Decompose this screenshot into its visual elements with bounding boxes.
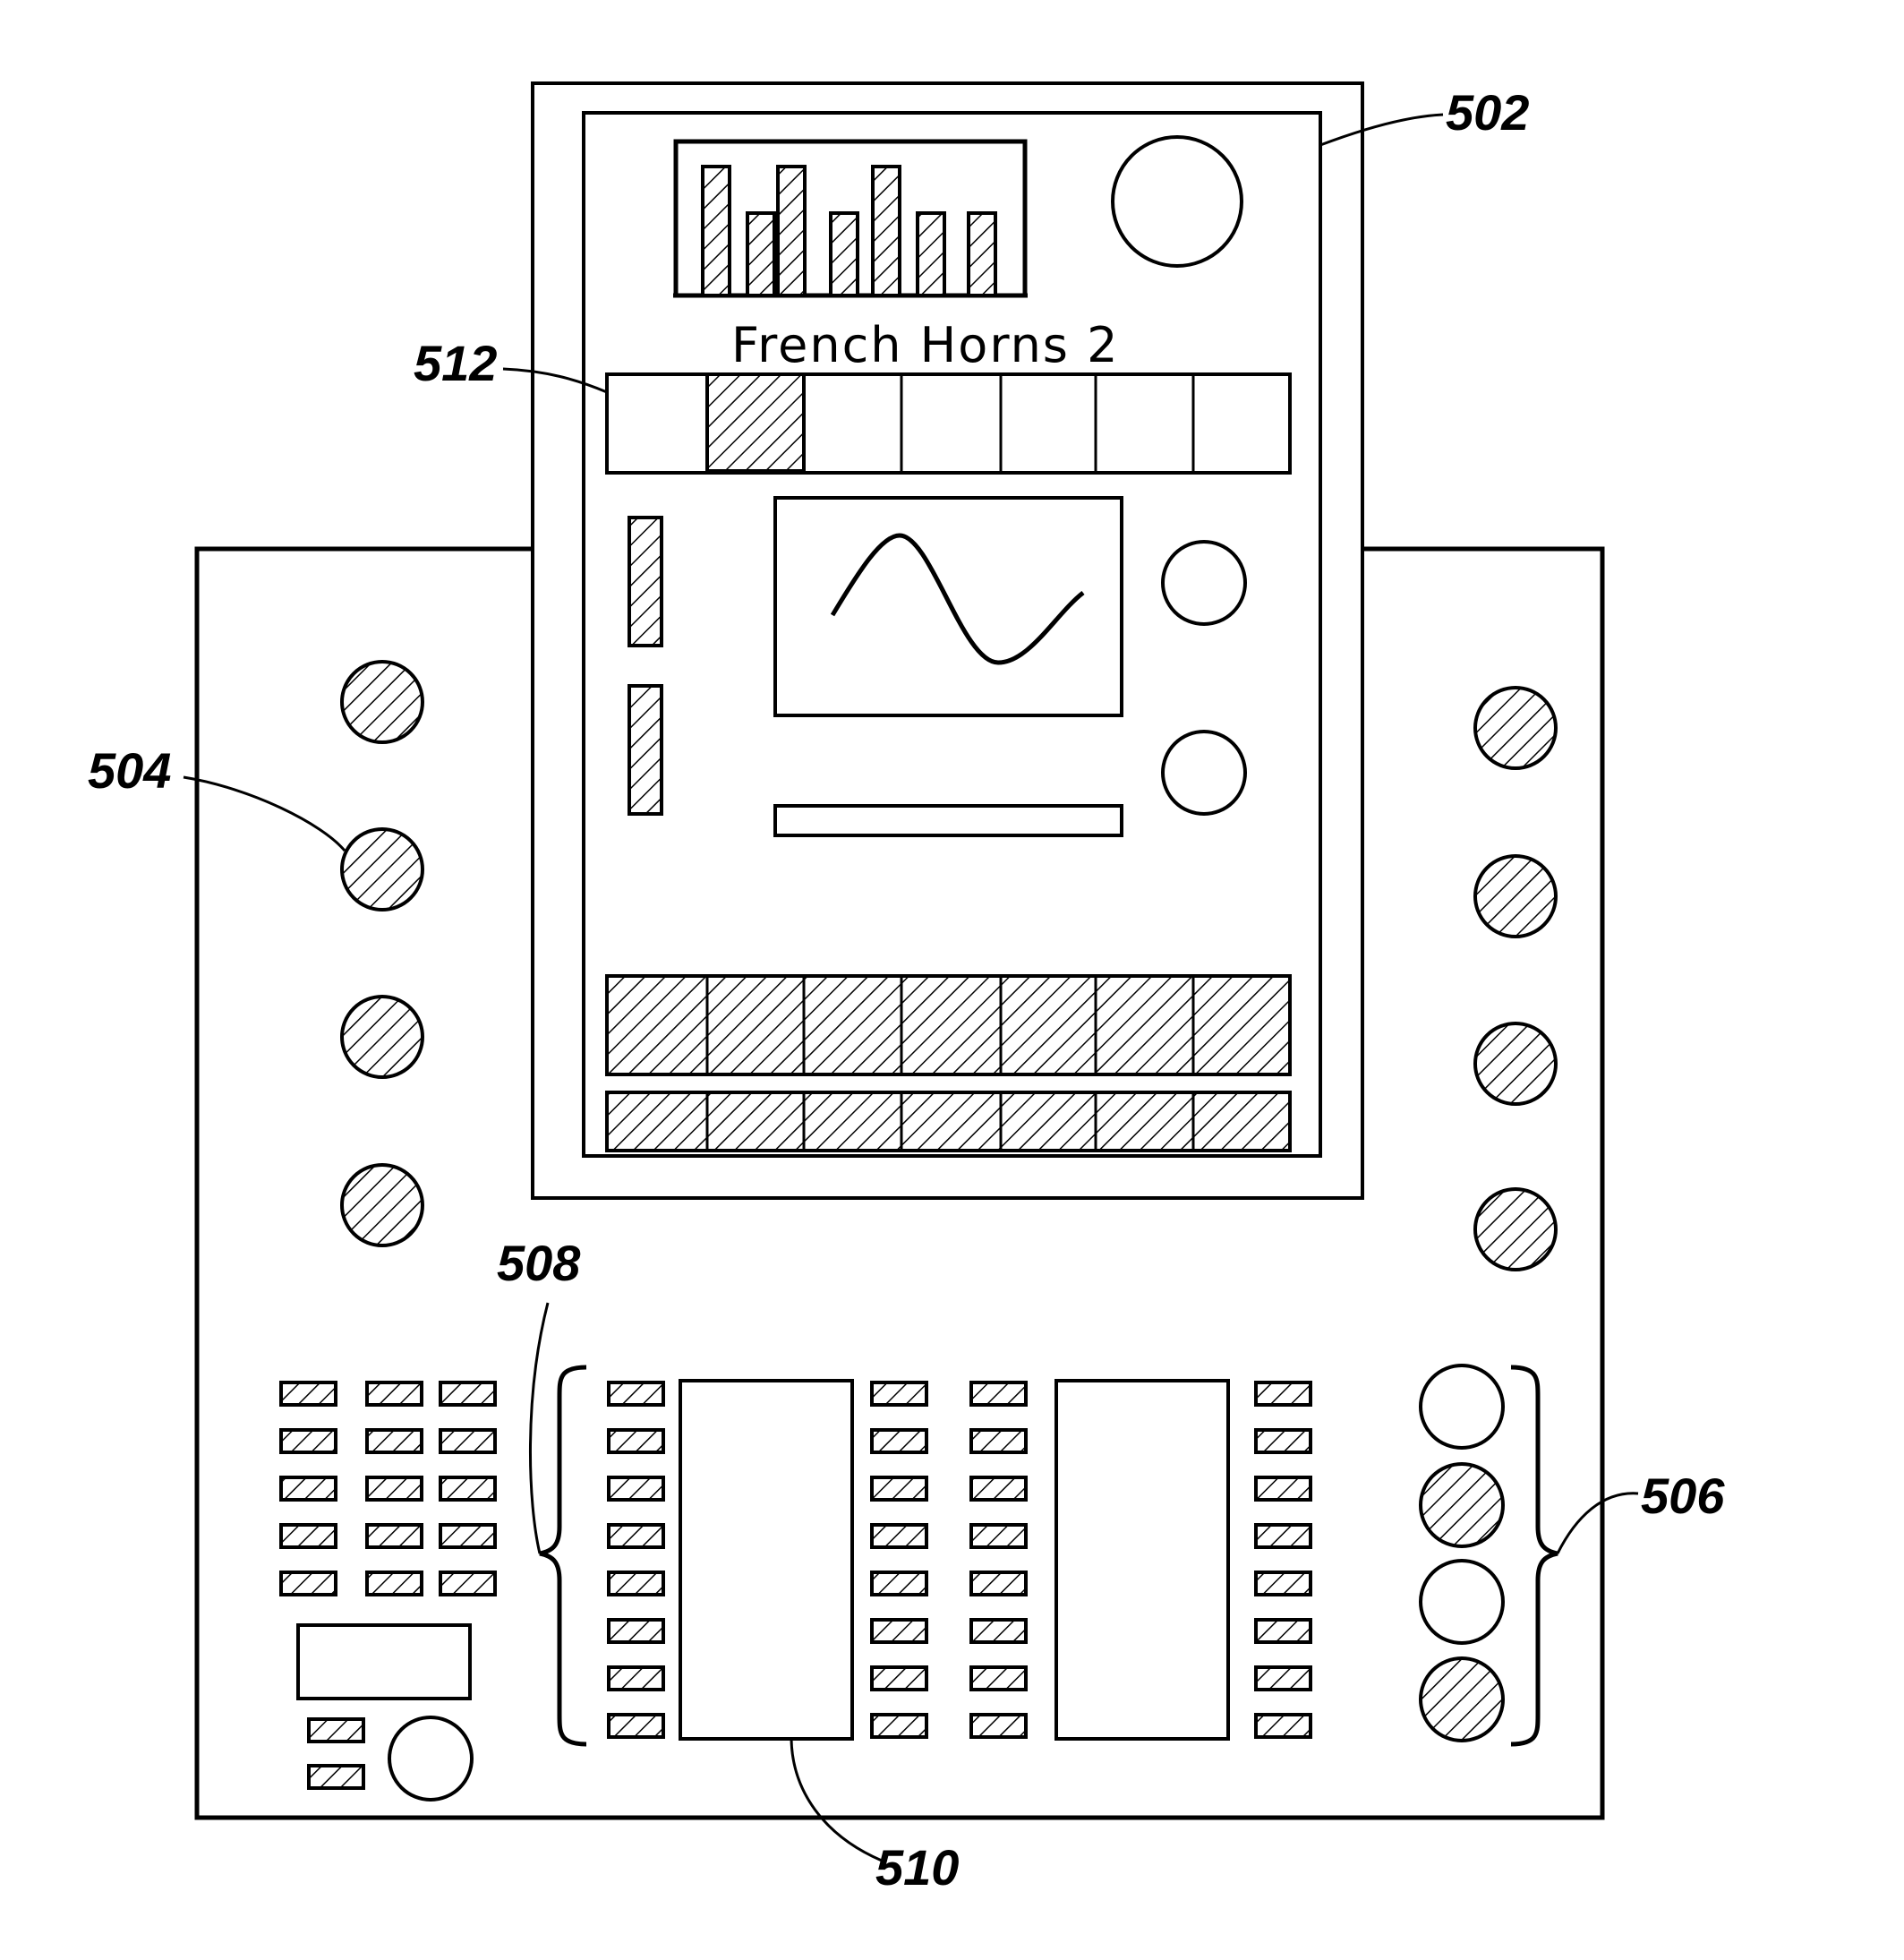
ref-label-506: 506 bbox=[1641, 1468, 1725, 1524]
bar-graph-bar bbox=[747, 213, 774, 295]
leader-line bbox=[530, 1303, 548, 1553]
display-button-grid[interactable] bbox=[607, 976, 1290, 1074]
screen-title: French Horns 2 bbox=[731, 317, 1119, 373]
side-knob-left[interactable] bbox=[342, 829, 423, 910]
display-knob[interactable] bbox=[1163, 732, 1245, 814]
side-knob-right[interactable] bbox=[1475, 856, 1556, 937]
display-button-grid[interactable] bbox=[607, 1092, 1290, 1151]
leader-line bbox=[791, 1739, 882, 1861]
ref-label-502: 502 bbox=[1446, 84, 1529, 141]
group-knob[interactable] bbox=[1421, 1561, 1503, 1643]
small-key[interactable] bbox=[309, 1766, 363, 1788]
small-knob[interactable] bbox=[389, 1717, 472, 1800]
channel-strip-keys[interactable] bbox=[971, 1382, 1026, 1737]
fader-strip[interactable] bbox=[680, 1381, 852, 1739]
ref-label-504: 504 bbox=[88, 742, 171, 799]
ref-label-508: 508 bbox=[497, 1235, 581, 1291]
waveform-display bbox=[775, 498, 1122, 715]
selector-row[interactable] bbox=[607, 374, 1290, 473]
side-knob-right[interactable] bbox=[1475, 1189, 1556, 1270]
brace-left bbox=[540, 1367, 586, 1744]
channel-strip-keys[interactable] bbox=[1256, 1382, 1311, 1737]
side-knob-left[interactable] bbox=[342, 662, 423, 742]
side-knob-left[interactable] bbox=[342, 997, 423, 1077]
bar-graph-bar bbox=[703, 167, 730, 295]
selector-cell-selected[interactable] bbox=[707, 374, 804, 471]
display-slider[interactable] bbox=[775, 806, 1122, 835]
level-meter bbox=[629, 518, 662, 646]
channel-strip-keys[interactable] bbox=[609, 1382, 663, 1737]
mini-display bbox=[298, 1625, 470, 1699]
group-knob[interactable] bbox=[1421, 1464, 1503, 1546]
fader-strip[interactable] bbox=[1056, 1381, 1228, 1739]
leader-line bbox=[184, 777, 345, 851]
key-grid-left[interactable] bbox=[281, 1382, 495, 1595]
bar-graph-bar bbox=[778, 167, 805, 295]
small-key[interactable] bbox=[309, 1719, 363, 1742]
group-knob[interactable] bbox=[1421, 1658, 1503, 1741]
group-knob[interactable] bbox=[1421, 1365, 1503, 1448]
side-knob-right[interactable] bbox=[1475, 688, 1556, 768]
display-knob[interactable] bbox=[1163, 542, 1245, 624]
level-meter bbox=[629, 686, 662, 814]
side-knob-left[interactable] bbox=[342, 1165, 423, 1245]
bar-graph-bar bbox=[969, 213, 995, 295]
bar-graph-bar bbox=[873, 167, 900, 295]
side-knob-right[interactable] bbox=[1475, 1023, 1556, 1104]
bar-graph-bar bbox=[918, 213, 944, 295]
bar-graph-bar bbox=[831, 213, 858, 295]
channel-strip-keys[interactable] bbox=[872, 1382, 926, 1737]
ref-label-512: 512 bbox=[414, 335, 497, 391]
display-knob-top[interactable] bbox=[1113, 137, 1242, 266]
leader-line bbox=[1558, 1494, 1638, 1553]
ref-label-510: 510 bbox=[875, 1839, 959, 1896]
brace-right bbox=[1511, 1367, 1558, 1744]
